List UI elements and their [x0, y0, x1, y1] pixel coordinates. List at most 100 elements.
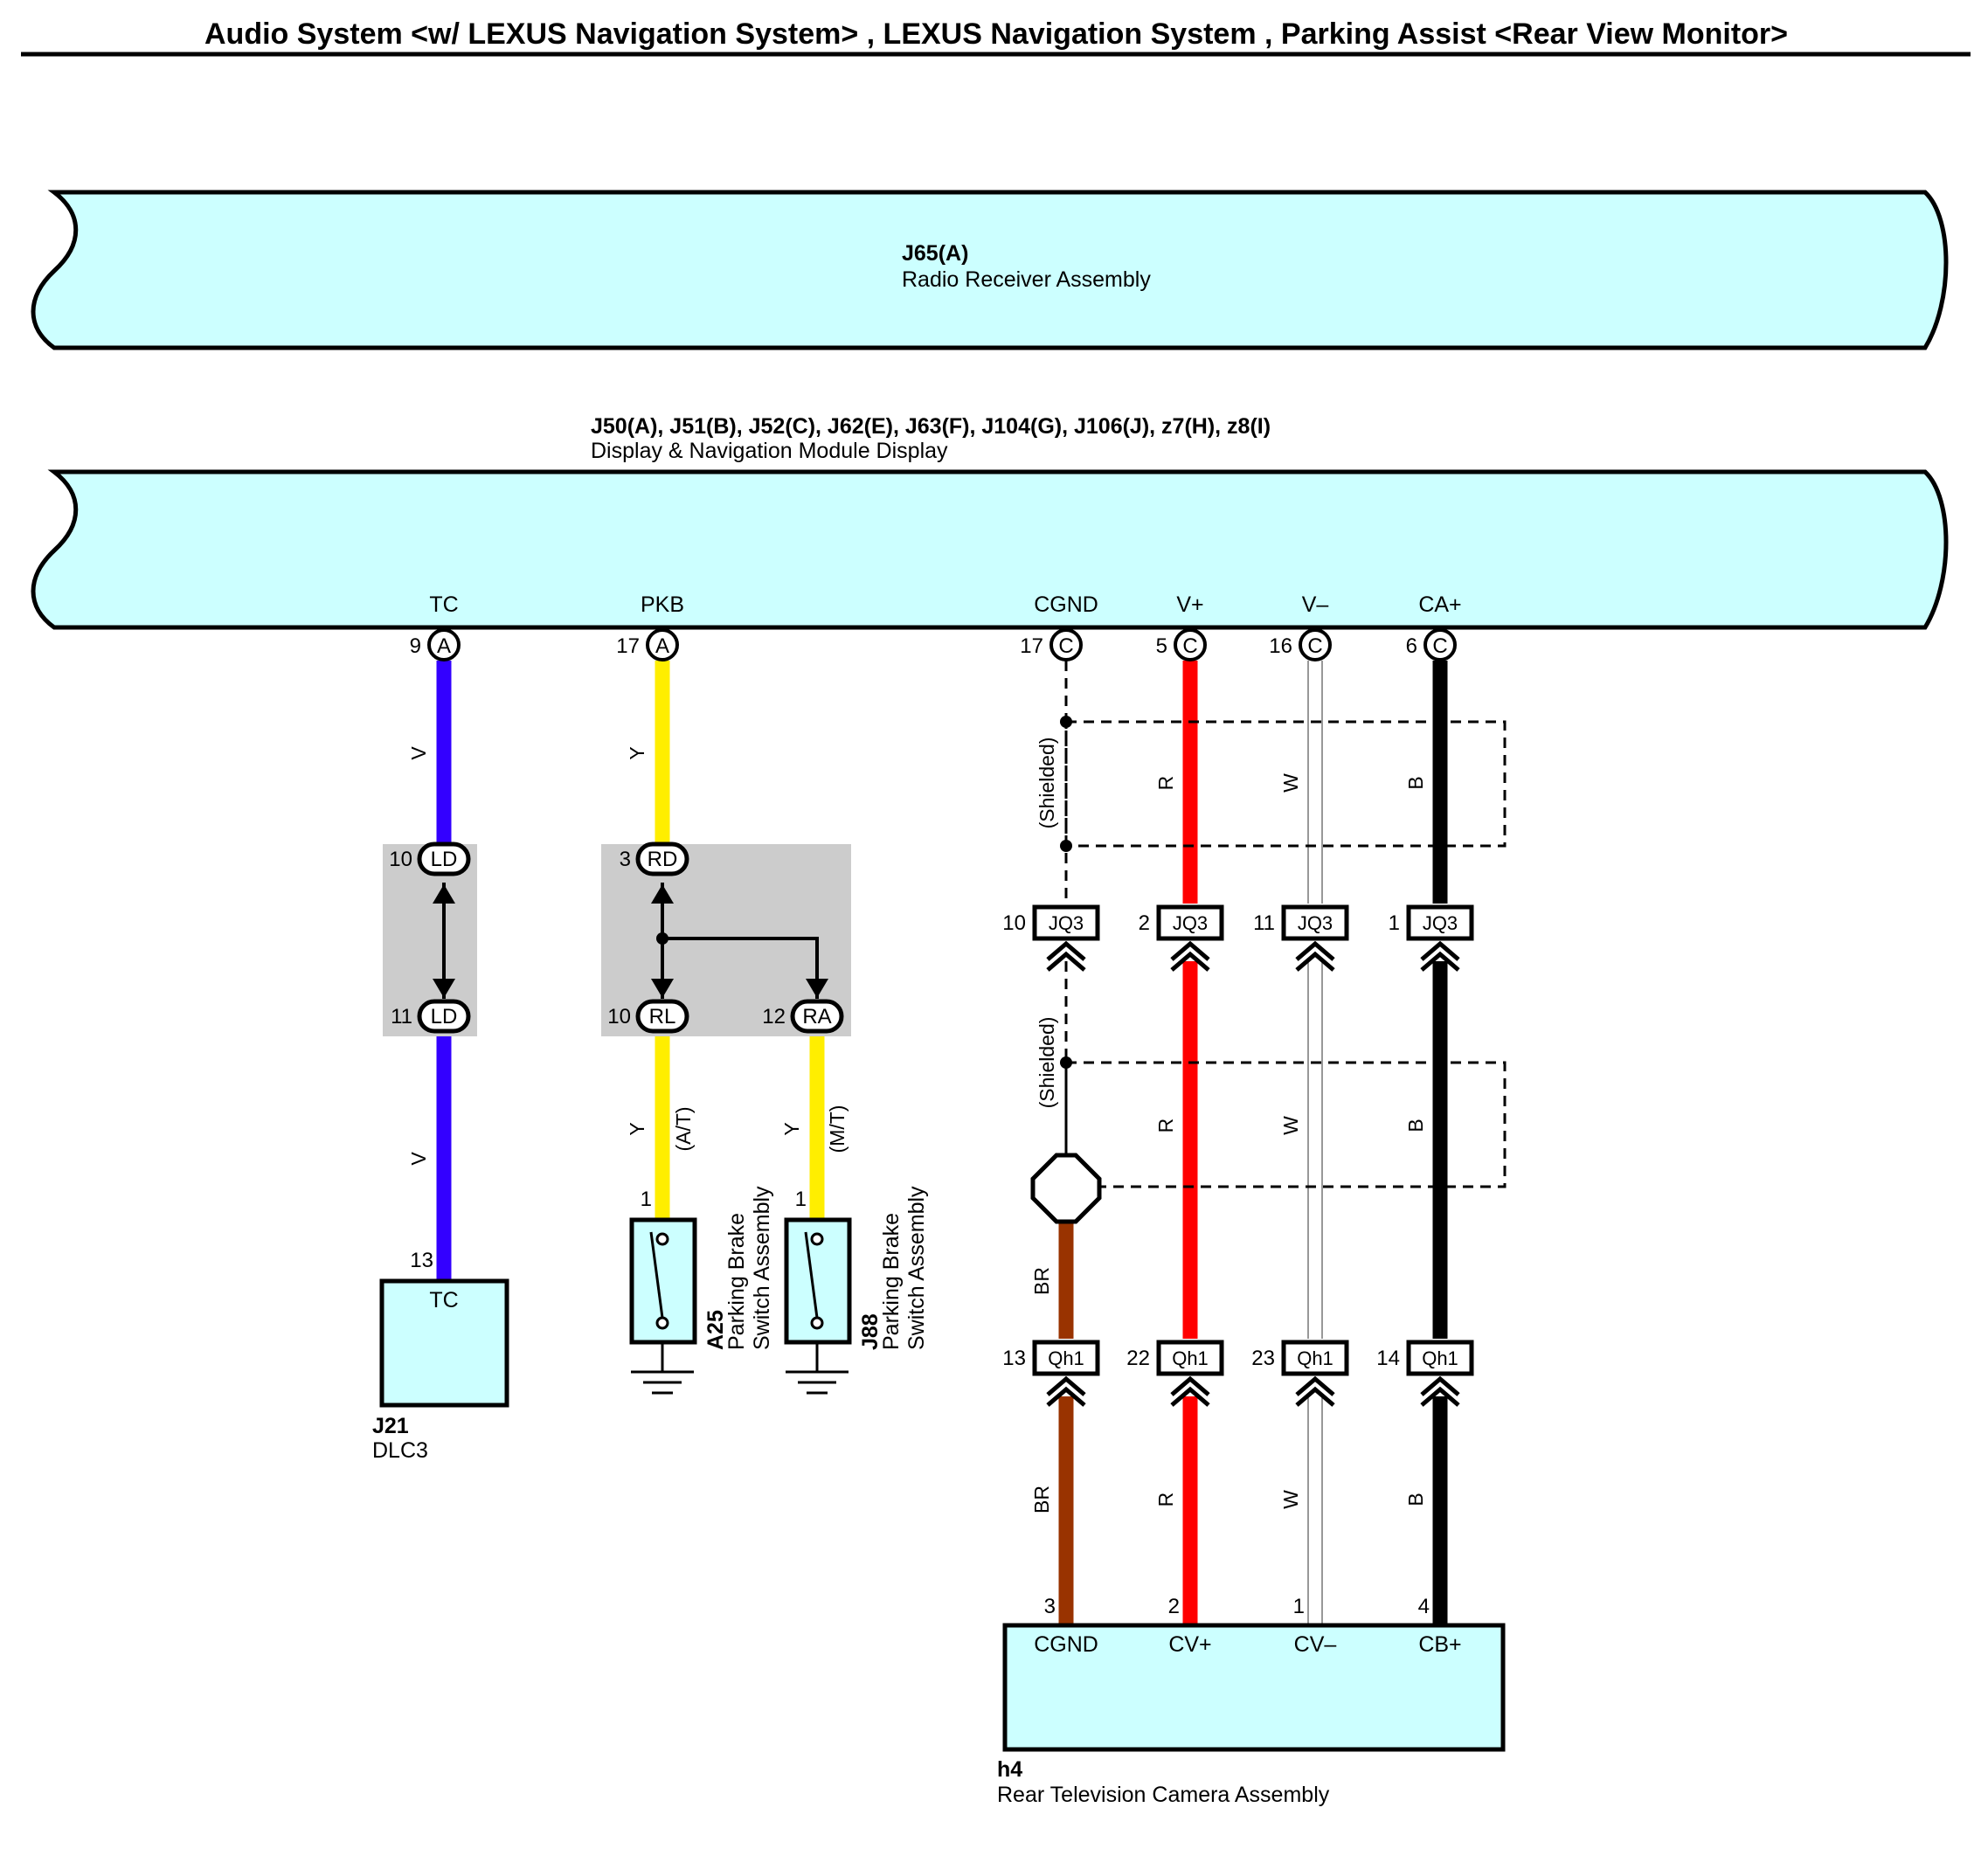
switch-at-symbol — [629, 1217, 697, 1395]
shield-box-upper — [1064, 720, 1507, 848]
shield-box-lower — [1064, 1061, 1507, 1188]
wire-code-caplus-lower: B — [1404, 1493, 1427, 1506]
shield-ground-octagon — [1030, 1153, 1102, 1224]
terminal-signal-vplus: V+ — [1176, 592, 1203, 617]
junction-pill-rd: RD 3 — [620, 842, 689, 876]
dlc3-pin: 13 — [410, 1249, 433, 1272]
arrow-head — [651, 884, 674, 904]
terminal-badge-pkb: A 17 — [616, 628, 679, 661]
svg-text:1: 1 — [1389, 911, 1400, 935]
switch-at-id: A25 — [703, 1310, 728, 1350]
svg-text:LD: LD — [431, 1005, 458, 1028]
svg-text:16: 16 — [1269, 634, 1292, 658]
switch-at-name-line1: Parking Brake — [724, 1213, 749, 1350]
terminal-signal-cgnd: CGND — [1034, 592, 1098, 617]
svg-text:Qh1: Qh1 — [1172, 1347, 1209, 1369]
wire-code-caplus-upper: B — [1404, 776, 1427, 789]
svg-text:3: 3 — [620, 848, 631, 871]
terminal-badge-cgnd: C 17 — [1020, 628, 1083, 661]
arrow-head — [433, 979, 455, 998]
switch-mt-symbol — [784, 1217, 852, 1395]
svg-text:Qh1: Qh1 — [1422, 1347, 1458, 1369]
wire-code-pkb-upper: Y — [626, 746, 648, 759]
svg-text:22: 22 — [1126, 1347, 1150, 1370]
arrow-head — [651, 979, 674, 998]
terminal-signal-vminus: V– — [1302, 592, 1329, 617]
shielded-label-upper: (Shielded) — [1036, 738, 1058, 829]
svg-text:Qh1: Qh1 — [1048, 1347, 1084, 1369]
switch-mt-name-line1: Parking Brake — [879, 1213, 904, 1350]
connector-qh1-cgnd: Qh1 13 — [1002, 1340, 1100, 1405]
svg-text:C: C — [1058, 634, 1073, 658]
svg-text:10: 10 — [607, 1005, 631, 1028]
svg-text:JQ3: JQ3 — [1298, 912, 1333, 934]
connector-qh1-caplus: Qh1 14 — [1376, 1340, 1474, 1405]
dlc3-terminal: TC — [429, 1288, 458, 1312]
svg-text:RA: RA — [802, 1005, 831, 1028]
svg-text:JQ3: JQ3 — [1173, 912, 1208, 934]
shielded-label-lower: (Shielded) — [1036, 1017, 1058, 1109]
wire-code-vplus-upper: R — [1154, 776, 1177, 791]
wire-code-vminus-lower: W — [1279, 1490, 1302, 1509]
svg-text:17: 17 — [616, 634, 640, 658]
svg-text:11: 11 — [391, 1005, 412, 1028]
svg-text:C: C — [1307, 634, 1322, 658]
camera-pin-cbplus: 4 — [1418, 1595, 1430, 1618]
display-module-name: Display & Navigation Module Display — [591, 439, 948, 463]
connector-jq3-vplus: JQ3 2 — [1139, 904, 1224, 970]
note-mt: (M/T) — [826, 1105, 849, 1153]
svg-text:2: 2 — [1139, 911, 1150, 935]
svg-text:C: C — [1432, 634, 1447, 658]
note-at: (A/T) — [672, 1106, 695, 1151]
diagram-title: Audio System <w/ LEXUS Navigation System… — [204, 17, 1788, 51]
wire-code-tc-lower: V — [407, 1152, 430, 1166]
junction-dot — [656, 932, 668, 945]
wire-code-pkb-mt: Y — [780, 1122, 803, 1135]
terminal-signal-pkb: PKB — [641, 592, 684, 617]
radio-receiver-name: Radio Receiver Assembly — [902, 267, 1151, 292]
svg-text:11: 11 — [1253, 911, 1275, 935]
connector-qh1-vplus: Qh1 22 — [1126, 1340, 1224, 1405]
rear-camera-block — [1002, 1623, 1506, 1752]
switch-mt-pin: 1 — [795, 1188, 807, 1211]
connector-jq3-vminus: JQ3 11 — [1253, 904, 1349, 970]
terminal-signal-caplus: CA+ — [1418, 592, 1461, 617]
svg-text:14: 14 — [1376, 1347, 1400, 1370]
dlc3-name: DLC3 — [372, 1438, 428, 1463]
svg-text:A: A — [655, 634, 669, 658]
wire-code-tc-upper: V — [407, 746, 430, 760]
svg-text:10: 10 — [389, 848, 412, 871]
radio-receiver-id: J65(A) — [902, 241, 968, 266]
arrow-head — [806, 979, 828, 998]
wire-code-vminus-upper: W — [1279, 773, 1302, 793]
display-module-id: J50(A), J51(B), J52(C), J62(E), J63(F), … — [591, 414, 1271, 439]
connector-qh1-vminus: Qh1 23 — [1251, 1340, 1349, 1405]
switch-mt-name-line2: Switch Assembly — [904, 1186, 929, 1350]
switch-mt-id: J88 — [858, 1313, 883, 1350]
junction-pill-ld-bottom: LD 11 — [391, 999, 471, 1034]
terminal-signal-tc: TC — [429, 592, 458, 617]
wire-code-vminus-mid: W — [1279, 1116, 1302, 1135]
rear-camera-name: Rear Television Camera Assembly — [997, 1783, 1330, 1807]
svg-text:13: 13 — [1002, 1347, 1026, 1370]
terminal-badge-tc: A 9 — [410, 628, 461, 661]
camera-pin-cvminus: 1 — [1293, 1595, 1305, 1618]
dlc3-id: J21 — [372, 1414, 409, 1438]
svg-text:6: 6 — [1406, 634, 1417, 658]
arrow-head — [433, 884, 455, 904]
connector-jq3-caplus: JQ3 1 — [1389, 904, 1474, 970]
svg-text:RL: RL — [649, 1005, 676, 1028]
junction-pill-ra: RA 12 — [762, 999, 844, 1034]
terminal-badge-vplus: C 5 — [1156, 628, 1207, 661]
wire-code-cgnd-lower: BR — [1030, 1486, 1053, 1513]
svg-text:A: A — [437, 634, 451, 658]
wire-vminus — [1307, 661, 1323, 1625]
switch-at-pin: 1 — [641, 1188, 652, 1211]
radio-receiver-block — [31, 190, 1949, 350]
svg-text:C: C — [1182, 634, 1197, 658]
junction-pill-ld-top: LD 10 — [389, 842, 471, 876]
wire-code-cgnd-mid: BR — [1030, 1267, 1053, 1295]
svg-text:LD: LD — [431, 848, 458, 871]
terminal-badge-caplus: C 6 — [1406, 628, 1457, 661]
